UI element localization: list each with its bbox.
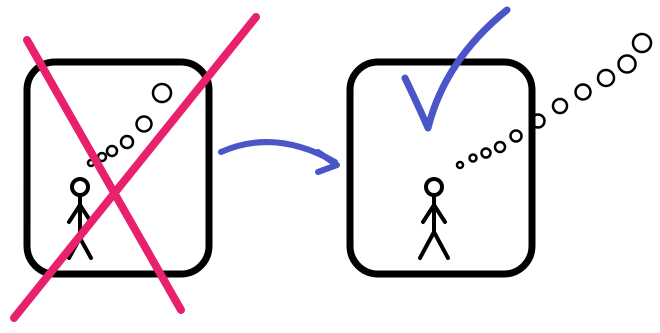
thought-bubble	[105, 144, 119, 158]
panel-correct	[346, 6, 653, 278]
thought-bubble	[135, 115, 153, 133]
thought-bubble	[119, 134, 135, 150]
frame-right-box	[346, 58, 536, 278]
thought-bubble	[596, 68, 616, 88]
figure-leg	[432, 230, 450, 260]
frame-left-box	[23, 58, 213, 278]
thought-bubble	[455, 160, 465, 170]
thought-bubble	[574, 83, 592, 101]
thought-bubble	[530, 113, 546, 129]
thought-bubbles-right	[455, 32, 653, 170]
thought-bubble	[631, 32, 653, 54]
cross-stroke	[23, 36, 185, 314]
figure-leg	[418, 230, 436, 260]
figure-head	[70, 177, 90, 197]
thought-bubbles-left	[86, 82, 173, 168]
cross-mark-icon	[10, 13, 260, 322]
arrow-connector	[218, 139, 340, 175]
thought-bubble	[551, 97, 569, 115]
figure-head	[424, 177, 444, 197]
arrow-head-icon	[315, 149, 340, 175]
thought-bubble	[509, 129, 523, 143]
thought-bubble	[151, 82, 173, 104]
thought-bubble	[617, 54, 637, 74]
thought-bubble	[468, 153, 478, 163]
thought-bubble	[480, 147, 492, 159]
checkmark-icon	[401, 6, 511, 132]
cross-stroke	[10, 13, 260, 322]
figure-arm	[432, 203, 447, 224]
stick-figure-right	[418, 177, 450, 260]
figure-leg	[78, 236, 93, 260]
thought-bubble	[493, 140, 507, 154]
figure-arm	[421, 203, 436, 224]
panel-incorrect	[10, 13, 260, 322]
figure-arm	[67, 203, 82, 224]
